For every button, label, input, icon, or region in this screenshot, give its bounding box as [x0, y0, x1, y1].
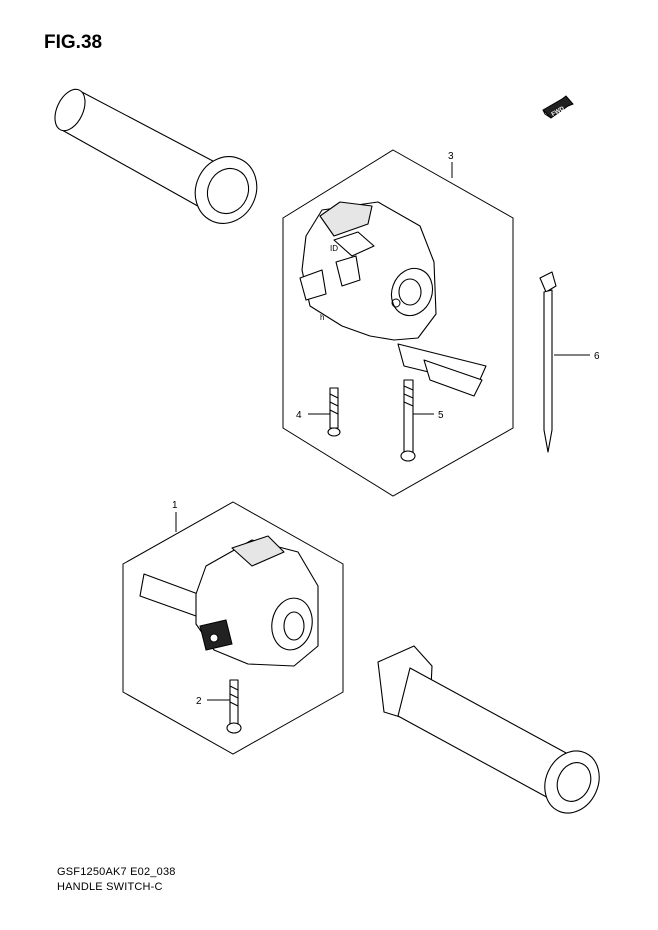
- callout-label: 6: [594, 351, 600, 362]
- fwd-arrow-icon: FWD: [542, 95, 574, 119]
- figure-code: GSF1250AK7 E02_038: [57, 866, 176, 878]
- left-handle-switch-assembly: [139, 535, 319, 667]
- callout-3: 3: [448, 151, 454, 178]
- callout-2: 2: [196, 696, 230, 707]
- right-handle-switch-assembly: ID h: [299, 201, 487, 397]
- assembly-outline-1: [122, 501, 344, 755]
- callout-6: 6: [554, 351, 600, 362]
- cable-tie: [539, 271, 557, 453]
- right-throttle-grip: [377, 645, 600, 814]
- horn-icon-glyph: h: [320, 313, 324, 322]
- callout-4: 4: [296, 410, 330, 421]
- callout-label: 3: [448, 151, 454, 162]
- callout-label: 2: [196, 696, 202, 707]
- callout-1: 1: [172, 500, 178, 532]
- assembly-outline-3: [282, 149, 514, 497]
- switch-icon-glyph: ID: [330, 244, 338, 253]
- screw-2: [226, 679, 242, 734]
- screw-4: [327, 387, 341, 437]
- figure-name: HANDLE SWITCH-C: [57, 881, 163, 893]
- callout-label: 4: [296, 410, 302, 421]
- screw-5: [400, 379, 416, 462]
- callout-label: 5: [438, 410, 444, 421]
- left-handlebar-grip: [54, 88, 258, 224]
- figure-title: FIG.38: [44, 32, 103, 53]
- callout-5: 5: [413, 410, 444, 421]
- callout-label: 1: [172, 500, 178, 511]
